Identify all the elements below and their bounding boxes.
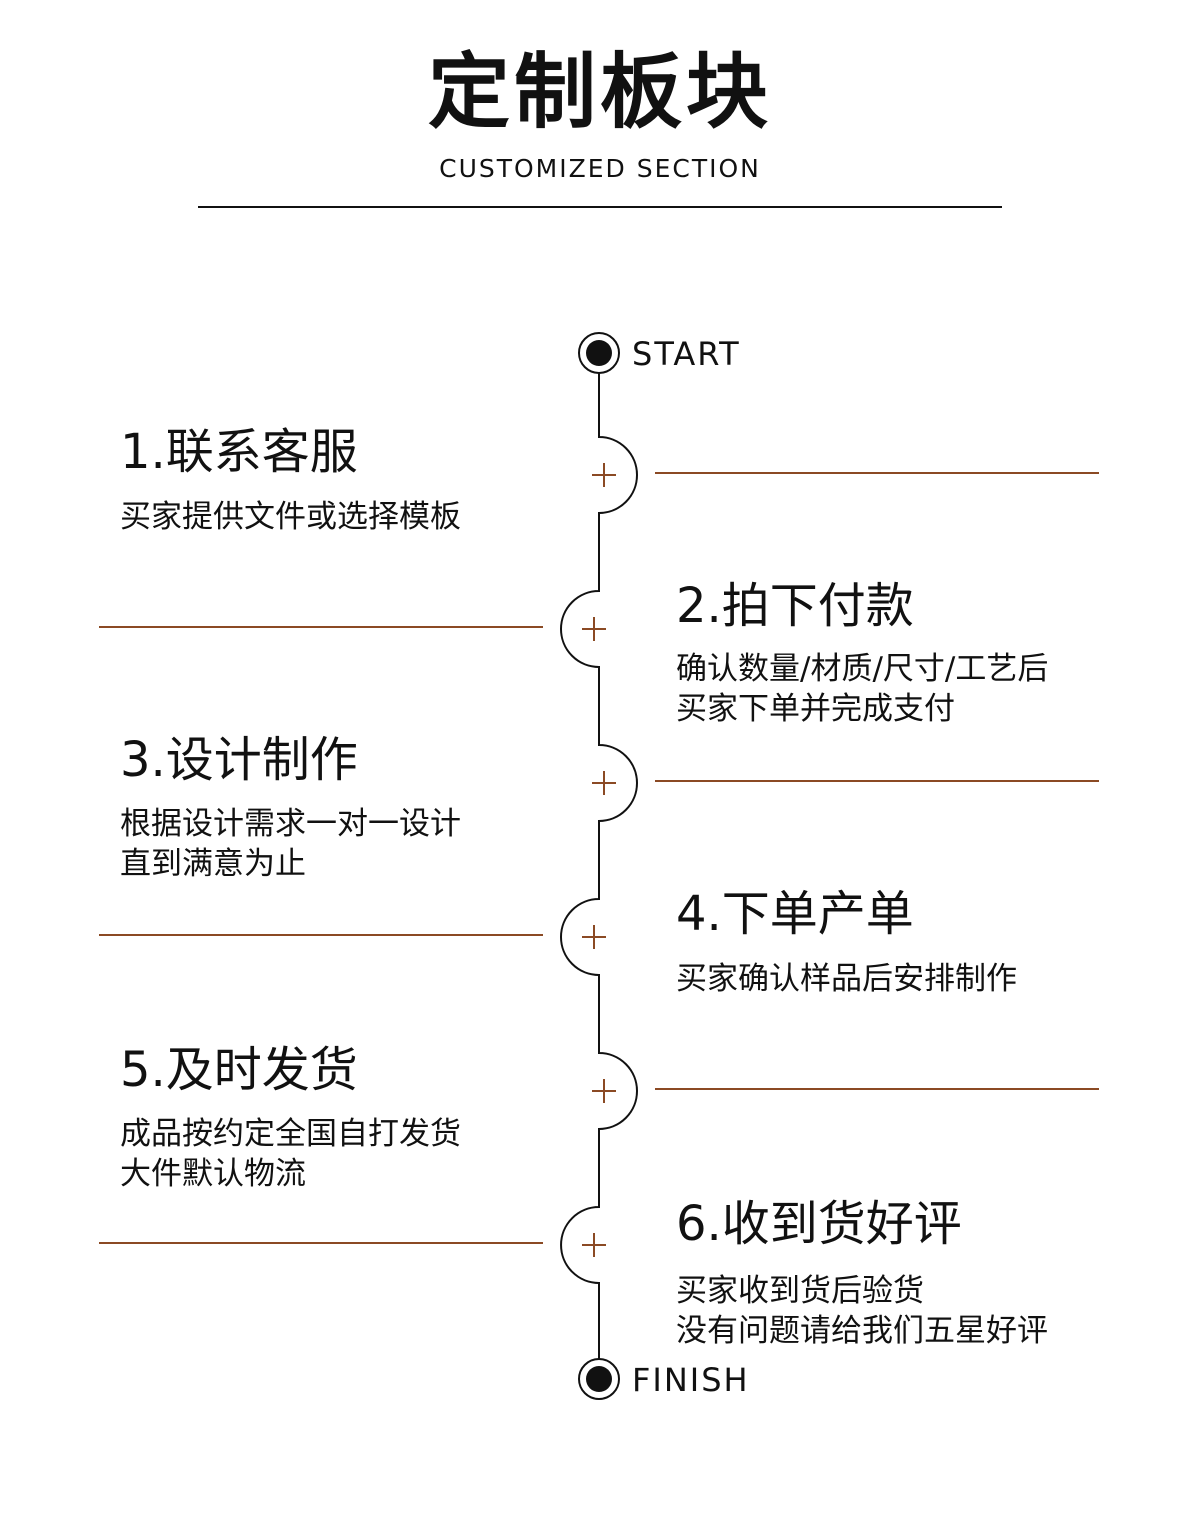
step-title: 2.拍下付款 [676, 578, 914, 634]
plus-icon [582, 617, 606, 641]
step-description-line: 成品按约定全国自打发货 [120, 1116, 461, 1152]
step-description: 买家提供文件或选择模板 [120, 497, 461, 537]
finish-marker-icon [578, 1358, 620, 1400]
step-description: 买家确认样品后安排制作 [676, 959, 1017, 999]
step-title: 4.下单产单 [676, 886, 914, 942]
step-description-line: 买家下单并完成支付 [676, 691, 955, 727]
step-description: 确认数量/材质/尺寸/工艺后 买家下单并完成支付 [676, 649, 1048, 729]
step-description-line: 买家确认样品后安排制作 [676, 961, 1017, 997]
step-description: 根据设计需求一对一设计 直到满意为止 [120, 804, 461, 884]
step-title: 3.设计制作 [120, 732, 358, 788]
step-description-line: 确认数量/材质/尺寸/工艺后 [676, 651, 1049, 687]
start-label: START [632, 335, 741, 373]
plus-icon [592, 463, 616, 487]
plus-icon [592, 1079, 616, 1103]
step-title: 5.及时发货 [120, 1042, 358, 1098]
timeline-path [560, 373, 638, 1359]
step-description: 成品按约定全国自打发货 大件默认物流 [120, 1114, 461, 1194]
step-description-line: 大件默认物流 [120, 1156, 306, 1192]
step-description-line: 根据设计需求一对一设计 [120, 806, 461, 842]
step-description-line: 直到满意为止 [120, 846, 306, 882]
page-title: 定制板块 [427, 45, 772, 140]
start-marker-icon [578, 332, 620, 374]
header-divider [198, 206, 1002, 208]
plus-icon [582, 925, 606, 949]
finish-label: FINISH [632, 1361, 750, 1399]
plus-icon [592, 771, 616, 795]
step-description-line: 没有问题请给我们五星好评 [676, 1313, 1048, 1349]
step-title: 6.收到货好评 [676, 1196, 962, 1252]
page-subtitle: CUSTOMIZED SECTION [439, 154, 761, 183]
plus-icon [582, 1233, 606, 1257]
step-description: 买家收到货后验货 没有问题请给我们五星好评 [676, 1271, 1048, 1351]
step-title: 1.联系客服 [120, 424, 358, 480]
step-description-line: 买家收到货后验货 [676, 1273, 924, 1309]
step-description-line: 买家提供文件或选择模板 [120, 499, 461, 535]
